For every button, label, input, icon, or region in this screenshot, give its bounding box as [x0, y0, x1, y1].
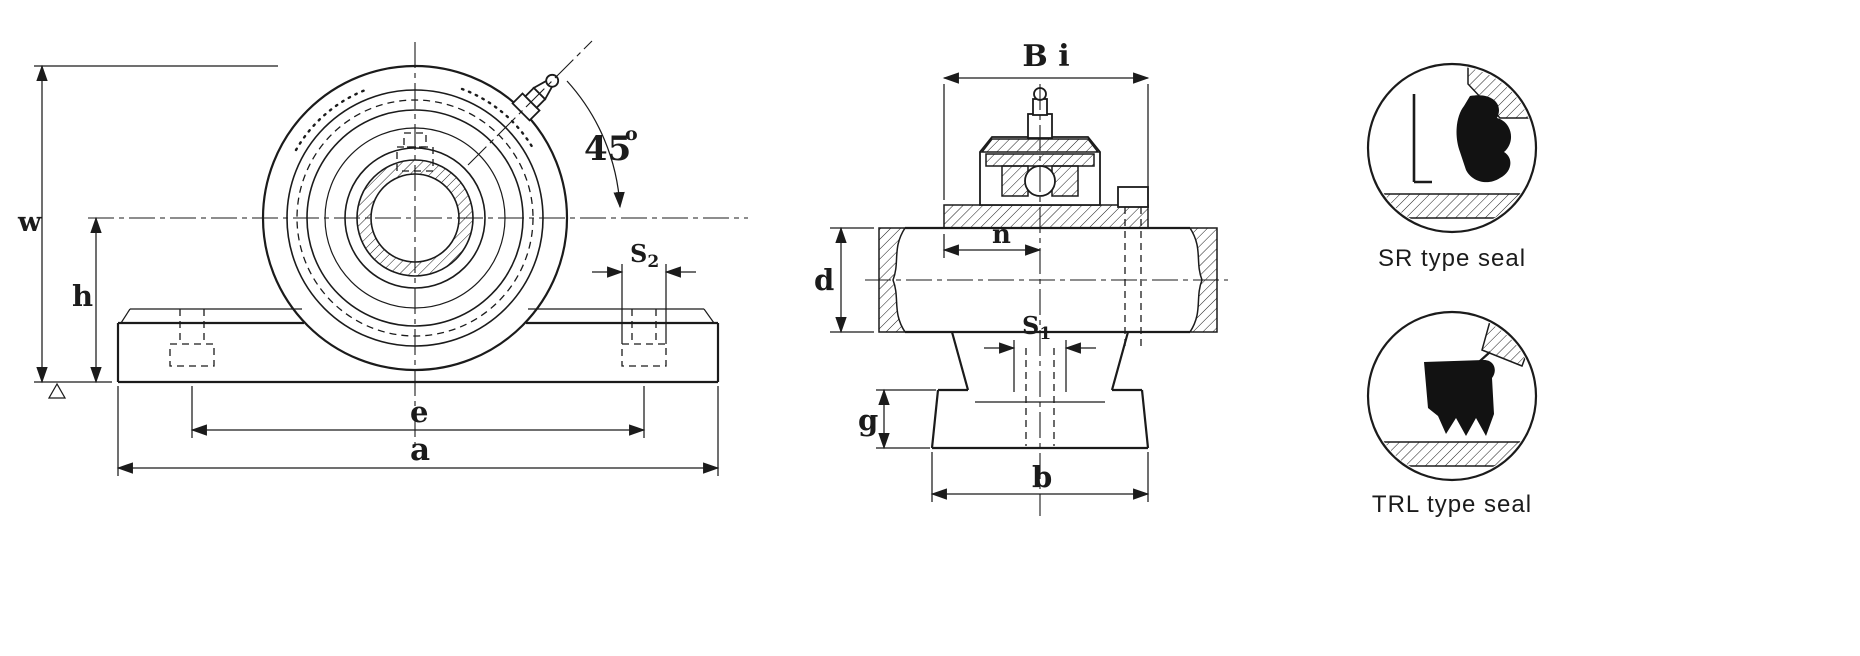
dim-d: d: [814, 226, 874, 334]
dim-h: h: [72, 216, 102, 384]
trl-rubber-seal: [1424, 360, 1495, 436]
dim-label-h: h: [72, 279, 93, 313]
dim-e: e: [190, 386, 646, 438]
dim-w: w: [17, 64, 278, 399]
sr-rubber-seal: [1456, 95, 1512, 183]
dim-label-n: n: [992, 220, 1011, 250]
side-housing: [943, 87, 1149, 346]
side-view: B i n d S1 g: [814, 39, 1228, 516]
sr-seal-section: [1370, 66, 1534, 219]
dim-label-a: a: [410, 432, 430, 468]
dim-label-45-sup: o: [625, 123, 638, 145]
dim-b: b: [930, 452, 1150, 502]
inner-ring-left-hatch: [1001, 165, 1029, 197]
grease-axis-45deg: [467, 40, 593, 166]
s1-subscript: 1: [1039, 324, 1051, 344]
dim-label-bi: B i: [1022, 39, 1069, 74]
dim-a: a: [116, 386, 720, 476]
cast-surface-stipple: [294, 87, 370, 152]
datum-triangle: [47, 382, 67, 399]
shaft-break-left: [878, 227, 907, 333]
dim-label-g: g: [858, 403, 878, 437]
dim-label-b: b: [1032, 460, 1052, 494]
dim-label-s2: S2: [630, 239, 659, 272]
s2-subscript: 2: [647, 252, 659, 272]
dim-bi: B i: [942, 39, 1150, 200]
dim-s1: S1: [984, 311, 1096, 392]
front-centerlines: [88, 40, 748, 452]
side-centerlines: [865, 84, 1228, 516]
trl-caption: TRL type seal: [1372, 491, 1532, 518]
dim-label-s1: S1: [1022, 311, 1051, 344]
inner-ring-right-hatch: [1051, 165, 1079, 197]
lock-screw-boss: [1117, 186, 1149, 208]
s1-letter: S: [1022, 311, 1039, 340]
seal-detail-trl: TRL type seal: [1366, 310, 1538, 518]
s2-letter: S: [630, 239, 647, 268]
dim-angle-45: 45 o: [566, 80, 638, 209]
sr-caption: SR type seal: [1378, 245, 1526, 272]
dim-g: g: [858, 388, 936, 450]
sr-slinger: [1412, 94, 1432, 184]
dim-label-w: w: [17, 207, 42, 238]
dim-label-45: 45: [584, 129, 631, 169]
sr-detail-circle: [1366, 62, 1538, 234]
dim-label-e: e: [410, 395, 428, 429]
dim-n: n: [942, 220, 1042, 258]
front-view: w h 45 o S2 e a: [17, 40, 748, 476]
housing-section-hatch: [943, 204, 1149, 229]
dim-s2: S2: [592, 239, 696, 344]
seal-detail-sr: SR type seal: [1366, 62, 1538, 272]
dim-label-d: d: [814, 263, 834, 297]
side-base: [930, 331, 1150, 450]
trl-detail-circle: [1366, 310, 1538, 482]
